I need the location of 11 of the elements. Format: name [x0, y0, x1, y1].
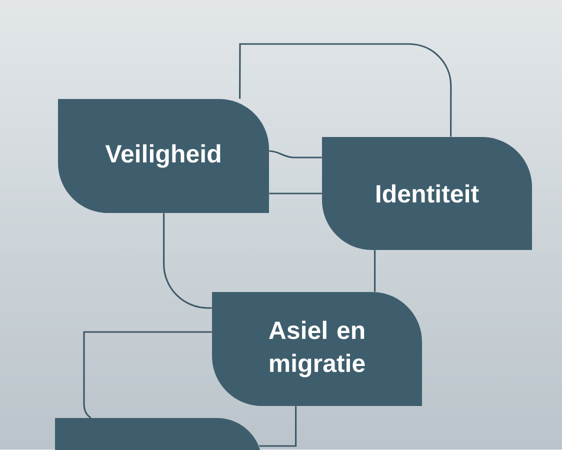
topic-box: Veiligheid — [58, 99, 269, 213]
connector-line — [259, 406, 297, 447]
connector-line — [269, 192, 322, 194]
topic-box: Identiteit — [322, 137, 532, 250]
topic-box: Asiel en migratie — [212, 292, 422, 406]
connector-line — [374, 250, 376, 292]
partial-box — [55, 418, 260, 450]
connector-line — [269, 150, 322, 158]
connector-line — [83, 331, 212, 418]
connector-line — [239, 43, 452, 137]
connector-line — [163, 213, 212, 309]
